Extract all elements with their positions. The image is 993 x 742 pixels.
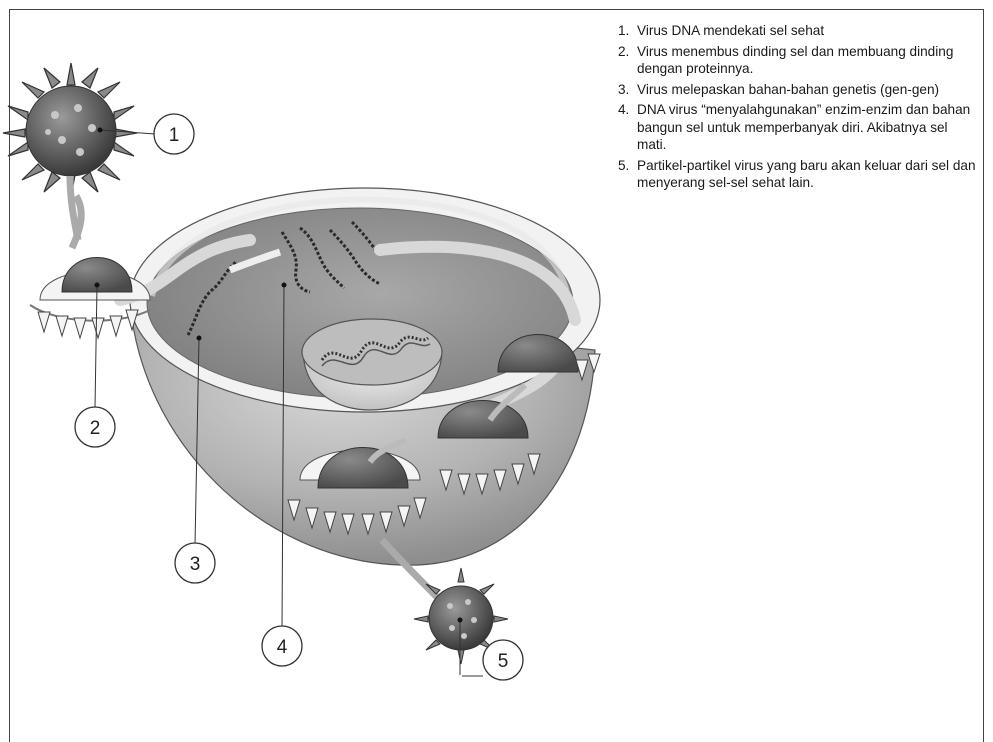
svg-text:4: 4 xyxy=(277,637,288,658)
legend-item: 3.Virus melepaskan bahan-bahan genetis (… xyxy=(618,81,978,99)
callout-4: 4 xyxy=(262,626,302,666)
legend-text: Virus melepaskan bahan-bahan genetis (ge… xyxy=(637,82,939,97)
legend-item: 4.DNA virus “menyalahgunakan” enzim-enzi… xyxy=(618,101,978,154)
virus-particle-1 xyxy=(3,63,137,240)
svg-text:5: 5 xyxy=(498,651,509,672)
legend-item: 5.Partikel-partikel virus yang baru akan… xyxy=(618,157,978,192)
callout-2: 2 xyxy=(75,407,115,447)
callout-3: 3 xyxy=(175,543,215,583)
legend-text: Partikel-partikel virus yang baru akan k… xyxy=(637,158,976,191)
svg-text:3: 3 xyxy=(190,554,201,575)
legend-text: Virus DNA mendekati sel sehat xyxy=(637,23,824,38)
legend-item: 1.Virus DNA mendekati sel sehat xyxy=(618,22,978,40)
callout-5: 5 xyxy=(483,640,523,680)
callout-1: 1 xyxy=(154,114,194,154)
legend-text: Virus menembus dinding sel dan membuang … xyxy=(637,44,953,77)
legend-text: DNA virus “menyalahgunakan” enzim-enzim … xyxy=(637,102,970,152)
legend-list: 1.Virus DNA mendekati sel sehat 2.Virus … xyxy=(618,22,978,195)
membrane-spikes-left xyxy=(38,310,138,338)
svg-text:2: 2 xyxy=(90,418,101,439)
svg-text:1: 1 xyxy=(169,125,180,146)
legend-item: 2.Virus menembus dinding sel dan membuan… xyxy=(618,43,978,78)
